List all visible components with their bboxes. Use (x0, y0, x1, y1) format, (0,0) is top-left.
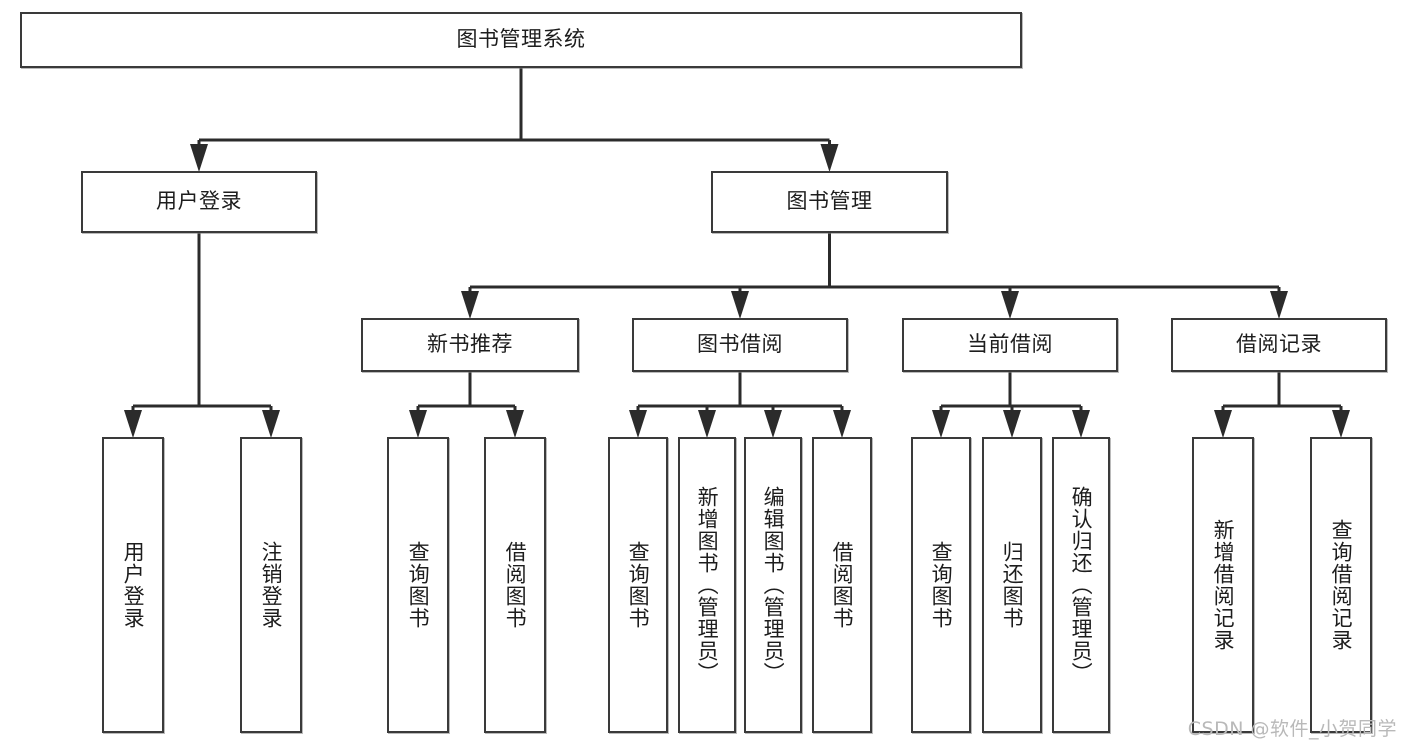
node-label-leaf-confirm-return-admin: 确认归还（管理员） (1069, 486, 1094, 684)
node-leaf-query-book-2[interactable]: 查询图书 (608, 437, 668, 733)
arrowhead-icon (820, 144, 839, 172)
arrowhead-icon (461, 291, 479, 319)
node-leaf-query-book-3[interactable]: 查询图书 (911, 437, 971, 733)
node-label-user-login: 用户登录 (156, 189, 242, 214)
arrowhead-icon (731, 291, 749, 319)
node-label-book-borrow: 图书借阅 (697, 332, 783, 357)
node-user-login[interactable]: 用户登录 (81, 171, 317, 233)
node-label-leaf-logout: 注销登录 (259, 541, 284, 629)
node-label-leaf-user-login: 用户登录 (121, 541, 146, 629)
arrowhead-icon (1270, 291, 1288, 319)
node-book-manage[interactable]: 图书管理 (711, 171, 948, 233)
arrowhead-icon (262, 410, 280, 438)
node-label-leaf-query-book-1: 查询图书 (406, 541, 431, 629)
arrowhead-icon (1072, 410, 1090, 438)
node-leaf-add-borrow-record[interactable]: 新增借阅记录 (1192, 437, 1254, 733)
watermark: CSDN @软件_小贺同学 (1187, 718, 1397, 740)
node-leaf-query-book-1[interactable]: 查询图书 (387, 437, 449, 733)
node-label-leaf-borrow-book-2: 借阅图书 (830, 541, 855, 629)
arrowhead-icon (833, 410, 851, 438)
arrowhead-icon (1003, 410, 1021, 438)
node-label-leaf-borrow-book-1: 借阅图书 (503, 541, 528, 629)
arrowhead-icon (764, 410, 782, 438)
arrowhead-icon (629, 410, 647, 438)
node-leaf-confirm-return-admin[interactable]: 确认归还（管理员） (1052, 437, 1110, 733)
node-root[interactable]: 图书管理系统 (20, 12, 1022, 68)
node-label-leaf-return-book: 归还图书 (1000, 541, 1025, 629)
arrowhead-icon (1214, 410, 1232, 438)
node-label-leaf-query-borrow-record: 查询借阅记录 (1329, 519, 1354, 651)
arrowhead-icon (932, 410, 950, 438)
node-leaf-user-login[interactable]: 用户登录 (102, 437, 164, 733)
node-leaf-edit-book-admin[interactable]: 编辑图书（管理员） (744, 437, 802, 733)
node-label-leaf-add-book-admin: 新增图书（管理员） (695, 486, 720, 684)
node-label-borrow-record: 借阅记录 (1236, 332, 1322, 357)
arrowhead-icon (1332, 410, 1350, 438)
arrowhead-icon (1001, 291, 1019, 319)
node-label-leaf-add-borrow-record: 新增借阅记录 (1211, 519, 1236, 651)
node-label-leaf-query-book-2: 查询图书 (626, 541, 651, 629)
arrowhead-icon (190, 144, 208, 172)
node-leaf-logout[interactable]: 注销登录 (240, 437, 302, 733)
arrowhead-icon (124, 410, 142, 438)
node-label-new-book-recommend: 新书推荐 (427, 332, 513, 357)
node-label-book-manage: 图书管理 (786, 189, 873, 214)
arrowhead-icon (698, 410, 716, 438)
node-label-root: 图书管理系统 (456, 27, 586, 52)
node-label-leaf-query-book-3: 查询图书 (929, 541, 954, 629)
arrowhead-icon (506, 410, 524, 438)
node-label-leaf-edit-book-admin: 编辑图书（管理员） (761, 486, 786, 684)
node-leaf-query-borrow-record[interactable]: 查询借阅记录 (1310, 437, 1372, 733)
node-label-current-borrow: 当前借阅 (967, 332, 1053, 357)
node-leaf-borrow-book-2[interactable]: 借阅图书 (812, 437, 872, 733)
node-leaf-borrow-book-1[interactable]: 借阅图书 (484, 437, 546, 733)
node-book-borrow[interactable]: 图书借阅 (632, 318, 848, 372)
node-new-book-recommend[interactable]: 新书推荐 (361, 318, 579, 372)
node-leaf-add-book-admin[interactable]: 新增图书（管理员） (678, 437, 736, 733)
node-leaf-return-book[interactable]: 归还图书 (982, 437, 1042, 733)
node-borrow-record[interactable]: 借阅记录 (1171, 318, 1387, 372)
node-current-borrow[interactable]: 当前借阅 (902, 318, 1118, 372)
arrowhead-icon (409, 410, 427, 438)
